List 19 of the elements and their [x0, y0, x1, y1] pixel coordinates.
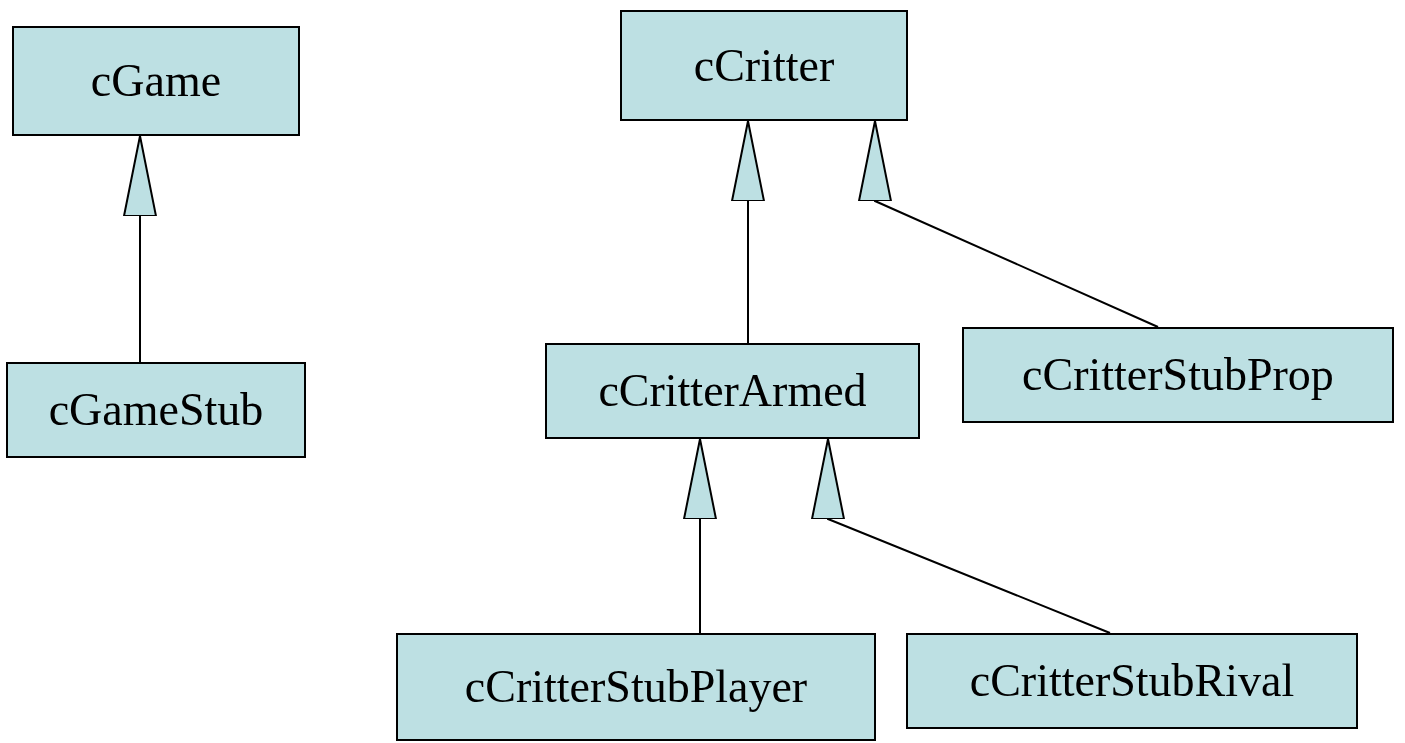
- class-name: cCritterArmed: [598, 368, 867, 414]
- class-name: cGameStub: [48, 387, 264, 433]
- class-name: cCritterStubProp: [1022, 352, 1334, 398]
- class-box: [906, 633, 1358, 729]
- class-box: [12, 26, 300, 136]
- class-box: [6, 362, 306, 458]
- inheritance-arrow: [858, 120, 1159, 328]
- inheritance-arrow: [731, 120, 765, 344]
- class-box: [620, 10, 908, 121]
- inheritance-arrow: [683, 438, 717, 634]
- class-box: [962, 327, 1394, 423]
- class-name: cCritterStubRival: [969, 658, 1295, 704]
- inheritance-arrow: [123, 135, 157, 363]
- class-name: cCritter: [693, 42, 835, 89]
- class-name: cGame: [90, 58, 222, 104]
- class-box: [396, 633, 876, 741]
- class-box: [545, 343, 920, 439]
- inheritance-arrow: [811, 438, 1111, 634]
- class-name: cCritterStubPlayer: [464, 664, 808, 710]
